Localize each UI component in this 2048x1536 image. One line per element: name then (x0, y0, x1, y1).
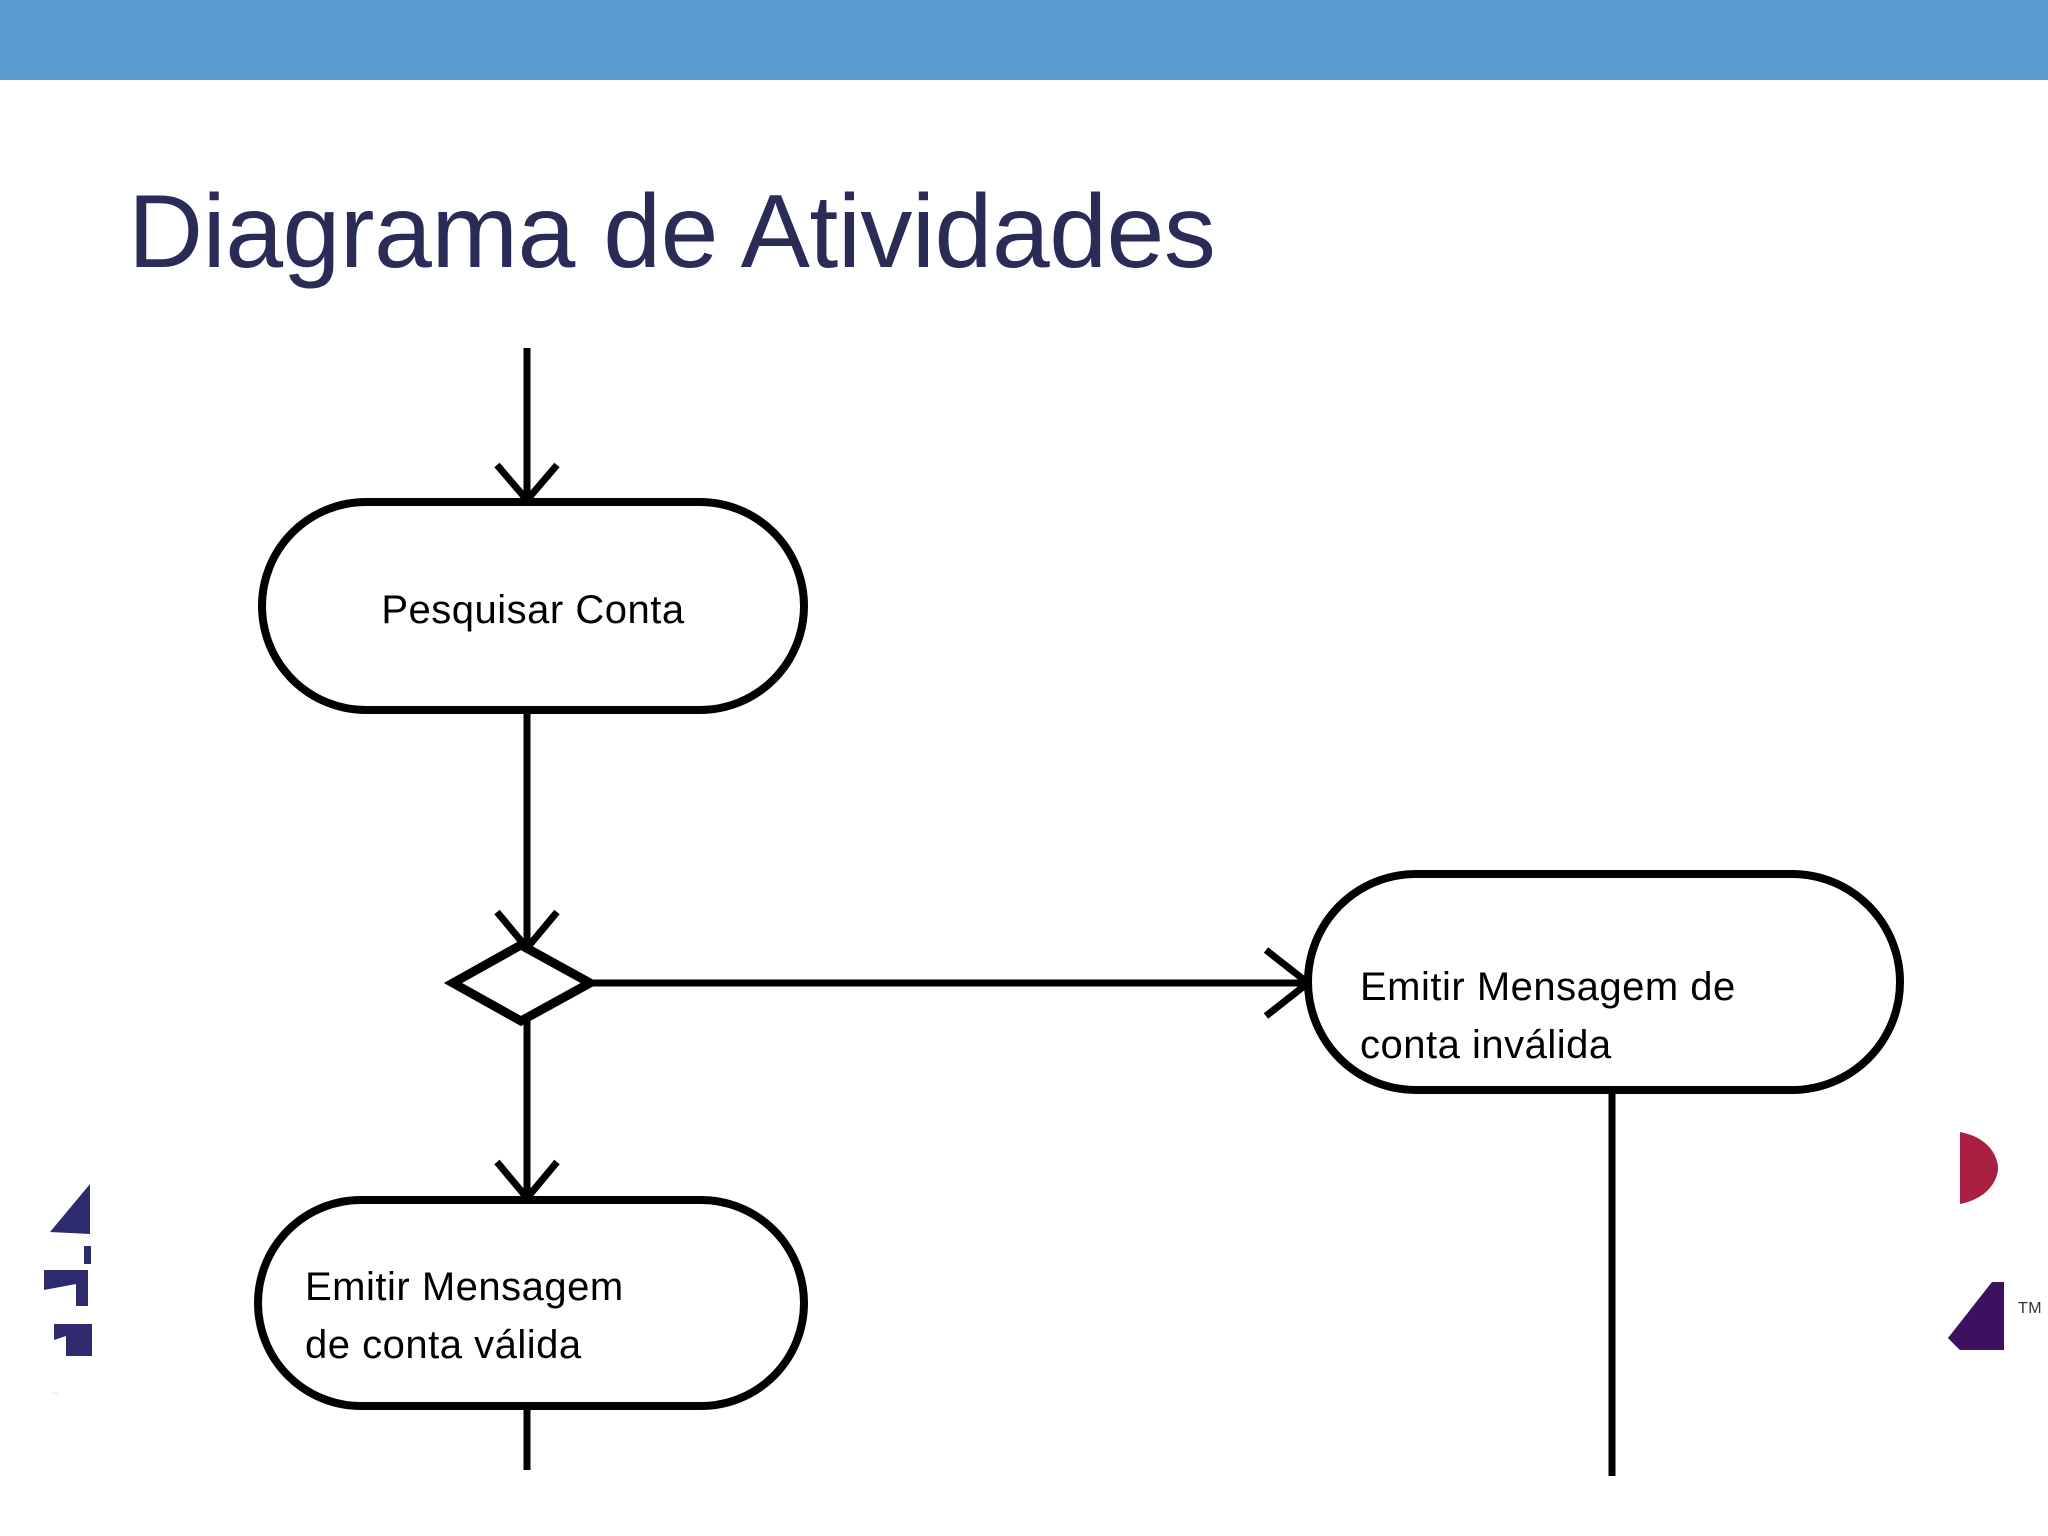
institution-logo (36, 1150, 156, 1400)
edge-decision-to-conta-invalida (590, 947, 1314, 1019)
crimson-half-disc-mark (1958, 1128, 2004, 1208)
decision-node-shape (443, 939, 600, 1027)
edge-start-to-pesquisar (494, 348, 560, 506)
decision-node[interactable] (443, 939, 600, 1027)
activity-node-shape (258, 498, 808, 714)
edge-decision-to-conta-valida (494, 1021, 560, 1204)
activity-node-shape (254, 1196, 808, 1410)
trademark-symbol: TM (2018, 1300, 2043, 1317)
header-bar (0, 0, 2048, 80)
purple-parallelogram-icon (1948, 1282, 2004, 1350)
activity-node-label-line1: Emitir Mensagem (305, 1265, 624, 1309)
activity-node-shape (1304, 870, 1904, 1094)
institution-logo-caption (52, 1392, 58, 1394)
page-title: Diagrama de Atividades (128, 174, 1216, 290)
activity-node-conta-valida[interactable]: Emitir Mensagem de conta válida (254, 1196, 808, 1410)
activity-node-label-line2: de conta válida (305, 1323, 582, 1367)
edge-pesquisar-to-decision (494, 710, 560, 954)
institution-logo-mark (44, 1184, 92, 1356)
activity-node-label: Pesquisar Conta (381, 588, 684, 632)
purple-parallelogram-mark: TM (1948, 1278, 2048, 1354)
activity-node-pesquisar-conta[interactable]: Pesquisar Conta (258, 498, 808, 714)
crimson-half-disc-icon (1960, 1132, 1998, 1204)
activity-node-conta-invalida[interactable]: Emitir Mensagem de conta inválida (1304, 870, 1904, 1094)
activity-node-label-line2: conta inválida (1360, 1023, 1612, 1067)
activity-node-label-line1: Emitir Mensagem de (1360, 965, 1736, 1009)
